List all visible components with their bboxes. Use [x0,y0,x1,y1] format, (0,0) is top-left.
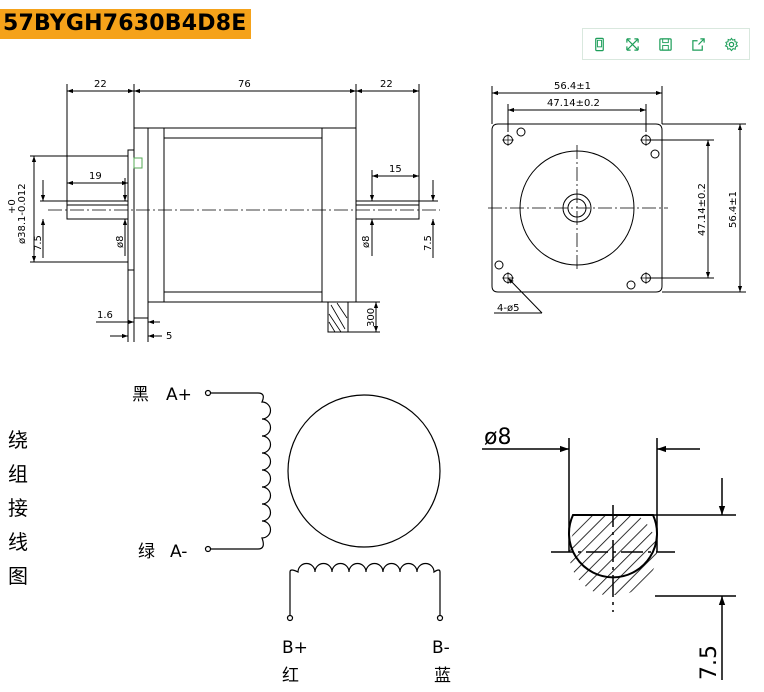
wiring-caption-char-1: 绕 [8,428,28,452]
dim-right-shaft: 22 [380,79,393,90]
shaft-diameter-label: ø8 [484,425,511,450]
dim-outer-width: 56.4±1 [554,81,591,92]
b-minus-label: B- [432,638,450,658]
share-button[interactable] [682,29,715,59]
dim-left-shaft: 22 [94,79,107,90]
side-view [30,84,440,342]
wiring-caption-char-2: 组 [8,462,28,486]
dim-right-flat-depth: 7.5 [423,235,434,251]
dim-pilot-depth: 5 [166,331,172,342]
a-minus-color-label: 绿 [138,542,155,562]
drawing-title: 57BYGH7630B4D8E [0,9,251,39]
save-button[interactable] [649,29,682,59]
image-toolbar [582,28,750,60]
dim-left-flat-length: 19 [89,171,102,182]
side-view-labels: 22 76 22 19 15 +0 ø38.1-0.012 7.5 ø8 ø8 … [7,79,434,342]
dim-left-flat-depth: 7.5 [33,235,44,251]
wiring-caption-char-4: 线 [8,530,28,554]
mobile-preview-icon [595,37,604,51]
dim-flange-thickness: 1.6 [97,310,113,321]
dim-right-shaft-diameter: ø8 [361,236,372,248]
front-view-labels: 56.4±1 47.14±0.2 47.14±0.2 56.4±1 4-ø5 [497,81,739,314]
b-plus-color-label: 红 [282,666,299,686]
dim-body-length: 76 [238,79,251,90]
wiring-labels: 黑 A+ 绿 A- B+ 红 B- 蓝 [132,385,451,686]
b-plus-label: B+ [282,638,308,658]
dim-outer-height: 56.4±1 [728,191,739,228]
wiring-caption-char-5: 图 [8,564,28,588]
b-minus-color-label: 蓝 [434,666,451,686]
wiring-caption-char-3: 接 [8,496,28,520]
front-view [488,86,746,314]
settings-button[interactable] [715,29,748,59]
wiring-caption: 绕 组 接 线 图 [8,428,28,588]
shaft-section [482,438,736,680]
shaft-section-labels: ø8 7.5 [484,425,722,680]
a-plus-color-label: 黑 [132,385,149,405]
fullscreen-button[interactable] [616,29,649,59]
dim-pilot-tolerance: +0 [7,199,18,214]
dim-pilot-diameter: ø38.1-0.012 [17,183,28,244]
settings-icon [724,36,739,51]
save-icon [659,37,672,51]
dim-hole-spacing-height: 47.14±0.2 [697,183,708,236]
a-plus-label: A+ [166,385,192,405]
fullscreen-icon [626,37,639,51]
dim-left-shaft-diameter: ø8 [115,236,126,248]
a-minus-label: A- [170,542,187,562]
mobile-preview-button[interactable] [583,29,616,59]
dim-mounting-holes: 4-ø5 [497,303,519,314]
dim-lead-length: 300 [366,308,377,327]
wiring-diagram [204,389,444,622]
dim-hole-spacing-width: 47.14±0.2 [547,98,600,109]
dim-right-flat-length: 15 [389,164,402,175]
share-icon [692,37,705,51]
shaft-flat-label: 7.5 [697,645,722,680]
